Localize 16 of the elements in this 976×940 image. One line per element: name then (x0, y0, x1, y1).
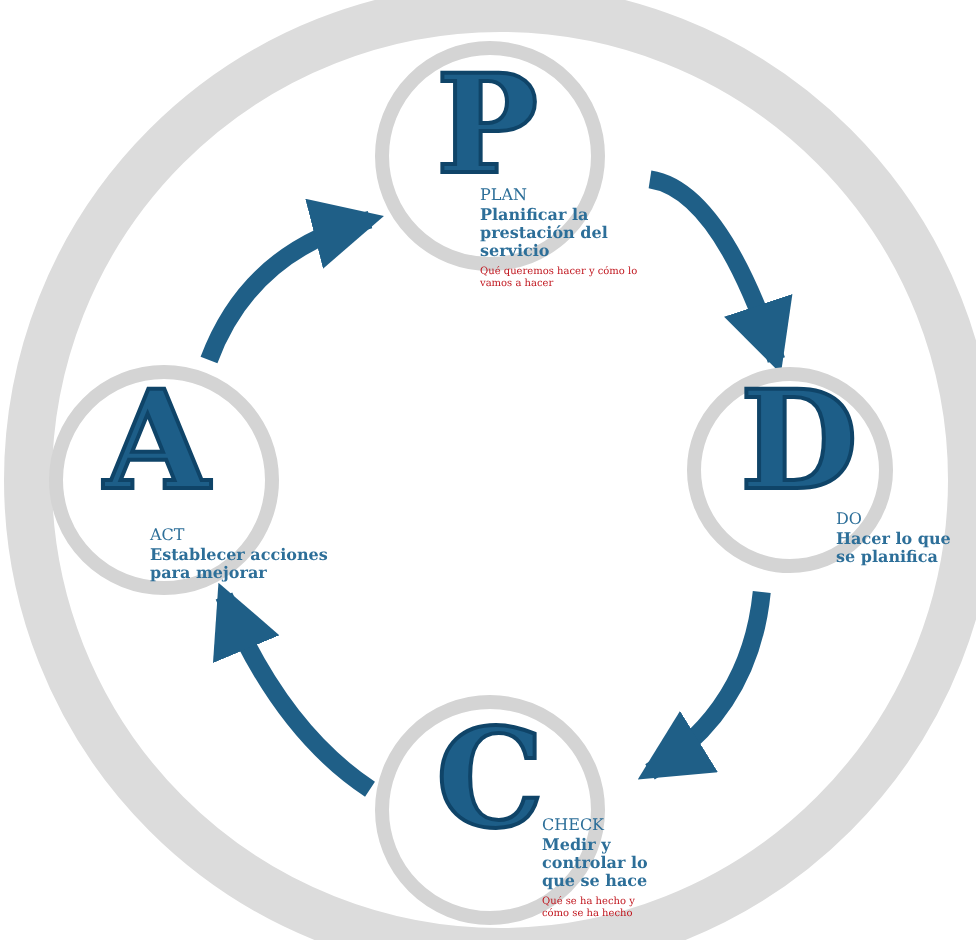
stage-description: Medir y controlar lo que se hace (542, 835, 650, 891)
curved-arrow (647, 170, 792, 374)
stage-letter: C (436, 730, 545, 831)
stage-heading: DO (836, 512, 864, 530)
stage-letter: A (104, 392, 210, 493)
stage-description: Planificar la prestación del servicio (480, 205, 610, 261)
stage-description: Hacer lo que se planifica (836, 529, 953, 567)
stage-description: Establecer acciones para mejorar (150, 545, 330, 583)
stage-letter: D (740, 392, 858, 493)
stage-heading: CHECK (542, 818, 607, 836)
stage-letter: P (436, 76, 539, 177)
stage-heading: PLAN (480, 188, 529, 206)
curved-arrow (638, 590, 771, 780)
curved-arrow (200, 201, 384, 364)
stage-heading: ACT (150, 528, 187, 546)
curved-arrow (214, 582, 376, 797)
